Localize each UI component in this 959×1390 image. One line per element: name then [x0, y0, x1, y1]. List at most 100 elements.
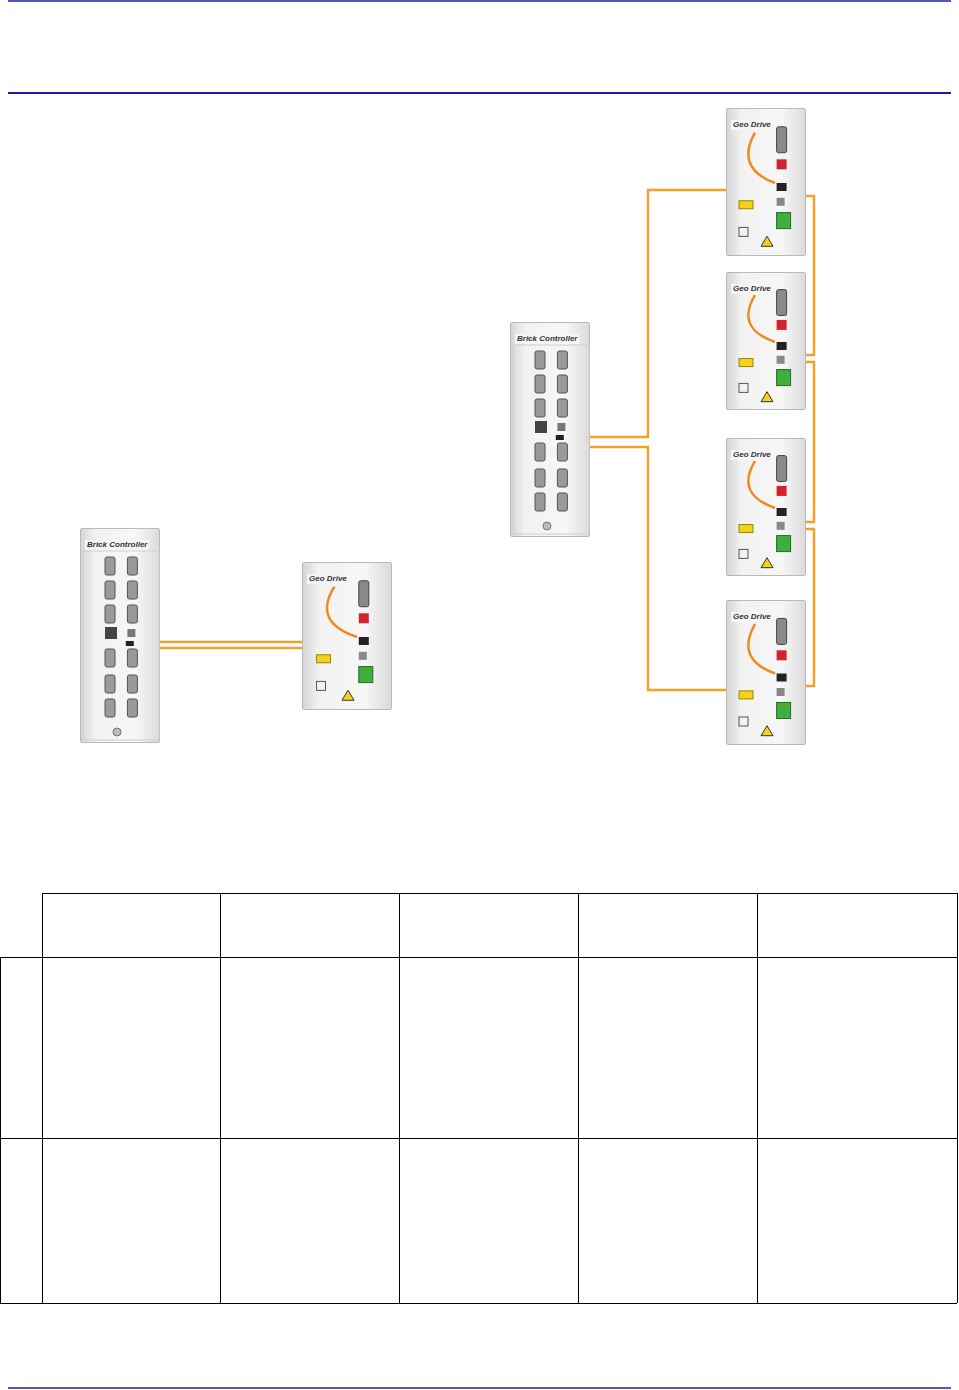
device-illustration: [727, 601, 807, 746]
ethernet-port: [535, 421, 547, 433]
logo-mark: [543, 522, 551, 530]
port: [777, 356, 785, 364]
table-line: [42, 893, 957, 894]
d-sub-connector: [105, 557, 115, 575]
macro-port: [777, 674, 787, 682]
front-panel: [83, 551, 159, 740]
d-sub-connector: [127, 699, 137, 717]
fiber-link: [806, 362, 814, 522]
table-line: [0, 1138, 957, 1139]
table-line: [0, 957, 1, 1303]
product-label: Geo Drive: [731, 612, 773, 622]
fiber-link: [806, 196, 814, 355]
fiber-link: [160, 642, 302, 648]
d-sub-connector: [535, 469, 545, 487]
red-connector: [777, 159, 787, 169]
d-sub-connector: [557, 375, 567, 393]
d-sub-connector: [105, 675, 115, 693]
logo-mark: [113, 728, 121, 736]
red-connector: [777, 650, 787, 660]
table-line: [757, 893, 758, 1303]
d-sub-connector: [127, 557, 137, 575]
switch: [317, 681, 326, 690]
switch: [739, 227, 748, 236]
ethernet-port: [105, 627, 117, 639]
macro-port: [556, 435, 564, 440]
label-holder: Geo Drive: [731, 605, 773, 623]
label-holder: Geo Drive: [307, 567, 349, 585]
port: [777, 688, 785, 696]
macro-port: [126, 641, 134, 646]
switch: [739, 717, 748, 726]
red-connector: [777, 486, 787, 496]
d-sub-connector: [105, 605, 115, 623]
label-holder: Geo Drive: [731, 443, 773, 461]
d-sub-connector: [535, 375, 545, 393]
terminal-block: [359, 667, 373, 683]
table-line: [42, 893, 43, 1303]
orange-swoosh: [748, 624, 775, 673]
d-sub-connector: [777, 127, 787, 153]
drive-unit: Geo Drive: [726, 108, 806, 256]
fiber-link: [806, 529, 814, 686]
label-holder: Brick Controller: [515, 327, 579, 345]
table-line: [578, 893, 579, 1303]
device-illustration: [81, 529, 161, 744]
d-sub-connector: [557, 399, 567, 417]
d-sub-connector: [557, 469, 567, 487]
hazard-symbol: [761, 392, 773, 402]
warning-label: [317, 655, 331, 663]
label-holder: Brick Controller: [85, 533, 149, 551]
label-holder: Geo Drive: [731, 277, 773, 295]
macro-port: [777, 508, 787, 516]
table-line: [957, 893, 958, 1303]
d-sub-connector: [777, 290, 787, 316]
d-sub-connector: [777, 618, 787, 644]
header-rule: [8, 92, 951, 94]
product-label: Brick Controller: [515, 334, 579, 344]
hazard-symbol: [761, 726, 773, 736]
fiber-link: [590, 190, 726, 437]
d-sub-connector: [535, 443, 545, 461]
d-sub-connector: [557, 493, 567, 511]
label-holder: Geo Drive: [731, 113, 773, 131]
hazard-symbol: [761, 236, 773, 246]
red-connector: [777, 320, 787, 330]
switch: [739, 549, 748, 558]
controller-unit: Brick Controller: [510, 322, 590, 537]
port: [359, 652, 367, 660]
macro-port: [777, 342, 787, 350]
device-illustration: [727, 109, 807, 257]
drive-unit: Geo Drive: [726, 272, 806, 410]
d-sub-connector: [127, 675, 137, 693]
orange-swoosh: [748, 461, 775, 508]
warning-label: [739, 201, 753, 209]
macro-port: [777, 183, 787, 191]
d-sub-connector: [557, 443, 567, 461]
orange-swoosh: [327, 587, 357, 637]
footer-rule: [8, 1387, 951, 1389]
d-sub-connector: [359, 581, 369, 607]
drive-unit: Geo Drive: [726, 438, 806, 576]
d-sub-connector: [535, 351, 545, 369]
product-label: Geo Drive: [307, 574, 349, 584]
top-rule: [8, 0, 951, 2]
device-illustration: [511, 323, 591, 538]
d-sub-connector: [535, 493, 545, 511]
port: [777, 198, 785, 206]
device-illustration: [303, 563, 393, 711]
usb-port: [127, 629, 135, 637]
hazard-symbol: [761, 558, 773, 568]
d-sub-connector: [777, 456, 787, 482]
table-line: [0, 1303, 957, 1304]
product-label: Brick Controller: [85, 540, 149, 550]
hazard-symbol: [342, 690, 354, 700]
red-connector: [359, 613, 369, 623]
terminal-block: [777, 703, 791, 719]
d-sub-connector: [127, 581, 137, 599]
terminal-block: [777, 213, 791, 229]
table-line: [399, 893, 400, 1303]
d-sub-connector: [105, 581, 115, 599]
drive-unit: Geo Drive: [302, 562, 392, 710]
